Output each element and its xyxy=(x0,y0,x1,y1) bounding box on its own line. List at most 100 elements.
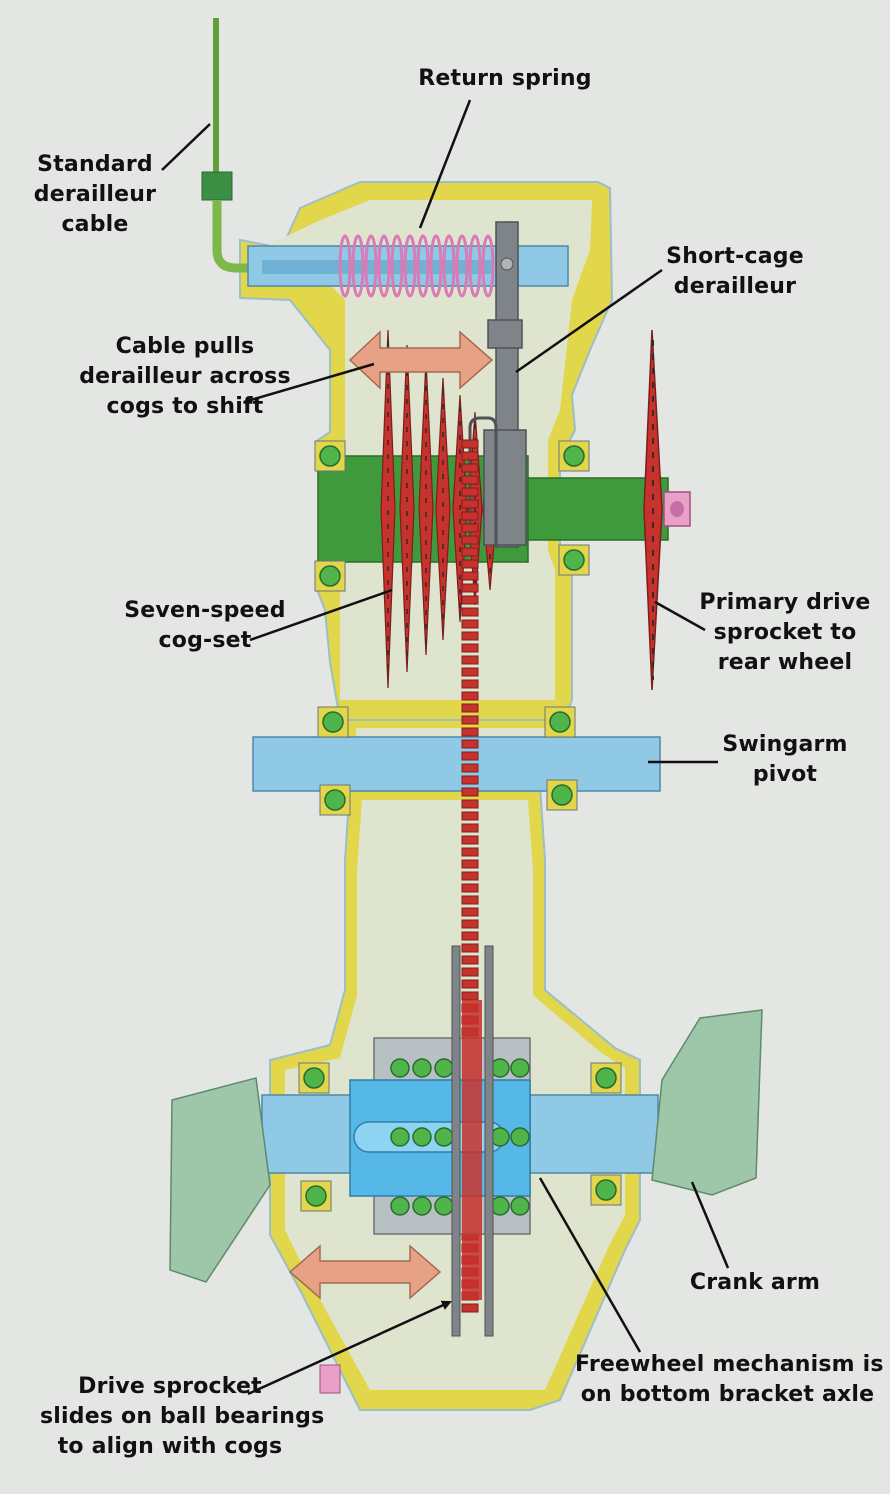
label-short-cage-derailleur: Short-cage derailleur xyxy=(666,244,804,299)
output-shaft-end-bolt xyxy=(670,501,684,517)
label-seven-speed-cog-set: Seven-speed cog-set xyxy=(124,598,286,653)
chain-link xyxy=(461,511,479,521)
derailleur-cable xyxy=(201,18,262,273)
bearing-ball xyxy=(551,784,573,806)
bearing-ball xyxy=(595,1179,617,1201)
freewheel-ball xyxy=(434,1058,454,1078)
bearing-ball xyxy=(319,445,341,467)
chain-link xyxy=(461,763,479,773)
chain-link xyxy=(461,547,479,557)
chain-link xyxy=(461,847,479,857)
leader-standard-cable xyxy=(161,123,211,171)
chain-link xyxy=(461,751,479,761)
chain-link xyxy=(461,727,479,737)
freewheel-ball xyxy=(510,1196,530,1216)
leader-primary-drive xyxy=(654,600,706,632)
freewheel-ball xyxy=(490,1127,510,1147)
crank-arm-right xyxy=(651,1009,763,1196)
bearing-ball xyxy=(305,1185,327,1207)
label-return-spring: Return spring xyxy=(418,66,592,91)
spring-coil xyxy=(429,234,443,298)
freewheel-ball xyxy=(412,1196,432,1216)
cable-ferrule xyxy=(201,171,233,201)
spring-coil xyxy=(468,234,482,298)
freewheel-ball xyxy=(390,1196,410,1216)
slide-arrow-lower xyxy=(288,1244,442,1300)
chain-link xyxy=(461,931,479,941)
chain-link xyxy=(461,895,479,905)
bearing-ball xyxy=(595,1067,617,1089)
chain-link xyxy=(461,463,479,473)
chain-link xyxy=(461,907,479,917)
cable-upper xyxy=(213,18,219,173)
crank-arm-left xyxy=(169,1077,271,1283)
leader-crank-arm xyxy=(690,1181,730,1269)
freewheel-ball xyxy=(490,1196,510,1216)
leader-drive-sprocket xyxy=(247,1300,452,1396)
chain-link xyxy=(461,535,479,545)
bearing-ball xyxy=(322,711,344,733)
chain-link xyxy=(461,991,479,1001)
freewheel-ball xyxy=(390,1058,410,1078)
drive-sprocket-plate-right xyxy=(484,945,494,1337)
chain-link xyxy=(461,451,479,461)
chain-link xyxy=(461,943,479,953)
chain-link xyxy=(461,955,479,965)
chain-link xyxy=(461,595,479,605)
chain-link xyxy=(461,919,479,929)
chain-link xyxy=(461,439,479,449)
chain-link xyxy=(461,967,479,977)
cog xyxy=(435,377,451,641)
chain-link xyxy=(461,787,479,797)
spring-coil xyxy=(481,234,495,298)
chain-link xyxy=(461,559,479,569)
short-cage-derailleur xyxy=(468,221,527,548)
spring-coil xyxy=(364,234,378,298)
bearing-ball xyxy=(549,711,571,733)
housing-bearings xyxy=(298,440,622,1212)
leader-freewheel xyxy=(538,1177,642,1353)
leader-cable-pulls xyxy=(243,362,375,404)
cable-bend xyxy=(212,200,262,273)
freewheel-ball xyxy=(490,1058,510,1078)
spring-coil xyxy=(442,234,456,298)
freewheel-ball xyxy=(412,1127,432,1147)
spring-coil xyxy=(390,234,404,298)
chain-link xyxy=(461,571,479,581)
spring-coil xyxy=(351,234,365,298)
return-spring xyxy=(338,234,495,298)
label-freewheel-mechanism: Freewheel mechanism is on bottom bracket… xyxy=(575,1352,884,1407)
cog xyxy=(399,344,415,673)
freewheel-ball xyxy=(412,1058,432,1078)
primary-drive-sprocket xyxy=(643,329,663,691)
chain-link xyxy=(461,607,479,617)
chain-link xyxy=(461,499,479,509)
chain-link xyxy=(461,979,479,989)
chain-link xyxy=(461,643,479,653)
chain-link xyxy=(461,523,479,533)
chain-link xyxy=(461,775,479,785)
leader-return-spring xyxy=(418,99,472,229)
label-primary-drive-sprocket: Primary drive sprocket to rear wheel xyxy=(699,590,871,675)
freewheel-ball-bearings xyxy=(390,1058,530,1216)
drive-sprocket-core xyxy=(462,1000,482,1300)
chain-link xyxy=(461,859,479,869)
chain-link xyxy=(461,619,479,629)
bearing-ball xyxy=(303,1067,325,1089)
chain-link xyxy=(461,583,479,593)
chain-link xyxy=(461,667,479,677)
leader-lines xyxy=(161,99,730,1396)
spring-coil xyxy=(338,234,352,298)
spring-coil xyxy=(416,234,430,298)
cog xyxy=(418,359,434,656)
chain-link xyxy=(461,799,479,809)
chain-link xyxy=(461,655,479,665)
chain-link xyxy=(461,883,479,893)
housing-drain-plug xyxy=(319,1364,341,1394)
bearing-ball xyxy=(563,445,585,467)
cog xyxy=(380,329,396,689)
leader-short-cage xyxy=(515,268,663,374)
bearing-ball xyxy=(563,549,585,571)
bearing-ball xyxy=(324,789,346,811)
